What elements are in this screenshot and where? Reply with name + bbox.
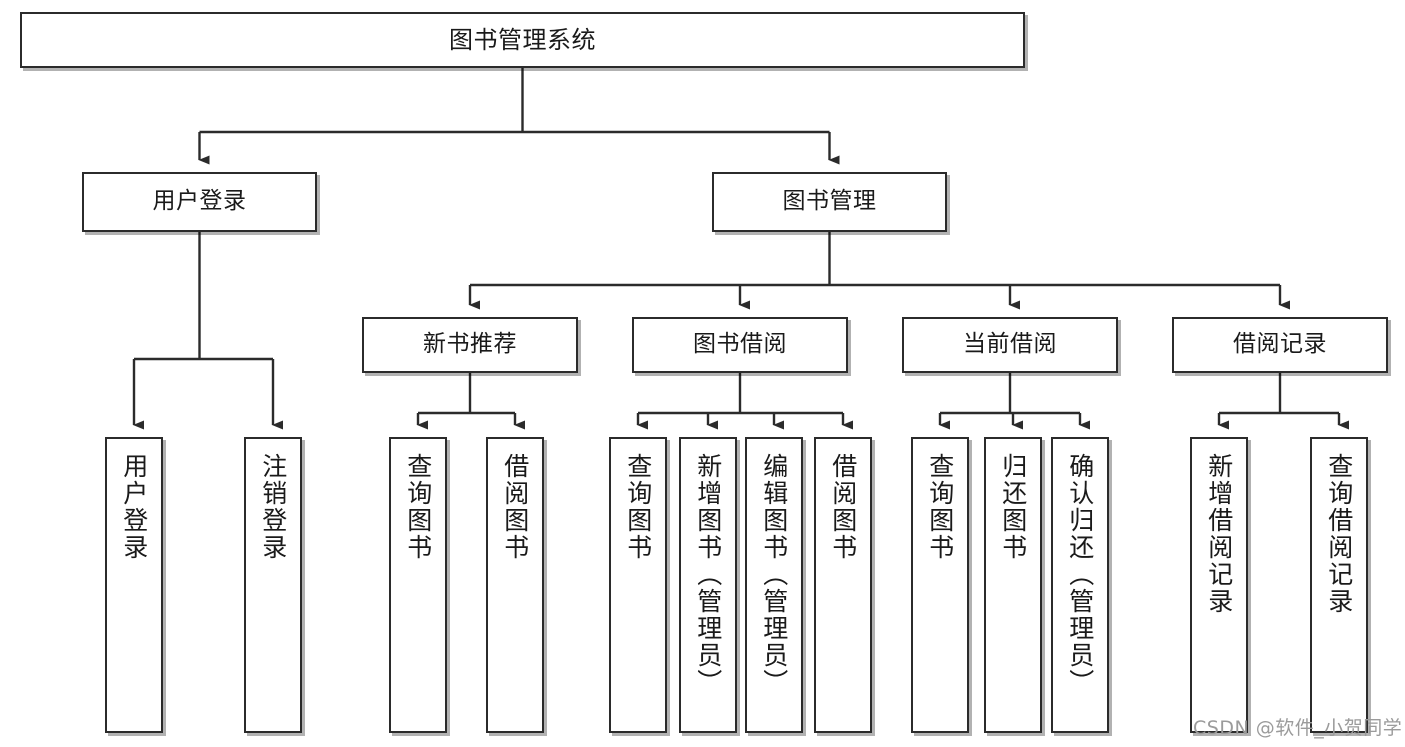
node-label-leaf_b2: 借阅图书 (828, 453, 858, 561)
node-label-leaf_q1: 查询图书 (403, 453, 433, 561)
node-label-book_mgmt: 图书管理 (782, 188, 877, 215)
node-label-leaf_edit: 编辑图书（管理员） (759, 453, 789, 696)
node-leaf_b2[interactable]: 借阅图书 (814, 437, 872, 733)
node-leaf_return[interactable]: 归还图书 (984, 437, 1042, 733)
node-label-leaf_confirm: 确认归还（管理员） (1065, 453, 1095, 696)
node-leaf_q2[interactable]: 查询图书 (609, 437, 667, 733)
node-label-root: 图书管理系统 (449, 25, 596, 54)
node-label-leaf_return: 归还图书 (998, 453, 1028, 561)
node-label-leaf_logout: 注销登录 (258, 453, 288, 561)
node-user_login[interactable]: 用户登录 (82, 172, 317, 232)
node-leaf_add[interactable]: 新增图书（管理员） (679, 437, 737, 733)
node-book_mgmt[interactable]: 图书管理 (712, 172, 947, 232)
node-book_borrow[interactable]: 图书借阅 (632, 317, 848, 373)
node-root[interactable]: 图书管理系统 (20, 12, 1025, 68)
node-label-user_login: 用户登录 (152, 188, 247, 215)
node-label-leaf_addrec: 新增借阅记录 (1204, 453, 1234, 615)
node-leaf_confirm[interactable]: 确认归还（管理员） (1051, 437, 1109, 733)
node-borrow_rec[interactable]: 借阅记录 (1172, 317, 1388, 373)
node-label-borrow_rec: 借阅记录 (1233, 331, 1327, 358)
node-label-leaf_login: 用户登录 (119, 453, 149, 561)
node-label-new_book_rec: 新书推荐 (423, 331, 517, 358)
node-new_book_rec[interactable]: 新书推荐 (362, 317, 578, 373)
node-label-leaf_add: 新增图书（管理员） (693, 453, 723, 696)
node-label-leaf_qrec: 查询借阅记录 (1324, 453, 1354, 615)
node-leaf_q1[interactable]: 查询图书 (389, 437, 447, 733)
node-label-leaf_q2: 查询图书 (623, 453, 653, 561)
node-cur_borrow[interactable]: 当前借阅 (902, 317, 1118, 373)
node-leaf_logout[interactable]: 注销登录 (244, 437, 302, 733)
watermark-text: CSDN @软件_小贺同学 (1193, 717, 1403, 739)
node-leaf_qrec[interactable]: 查询借阅记录 (1310, 437, 1368, 733)
node-label-cur_borrow: 当前借阅 (963, 331, 1057, 358)
node-label-leaf_q3: 查询图书 (925, 453, 955, 561)
node-leaf_q3[interactable]: 查询图书 (911, 437, 969, 733)
node-leaf_b1[interactable]: 借阅图书 (486, 437, 544, 733)
node-leaf_addrec[interactable]: 新增借阅记录 (1190, 437, 1248, 733)
node-label-leaf_b1: 借阅图书 (500, 453, 530, 561)
node-leaf_login[interactable]: 用户登录 (105, 437, 163, 733)
node-leaf_edit[interactable]: 编辑图书（管理员） (745, 437, 803, 733)
node-label-book_borrow: 图书借阅 (693, 331, 787, 358)
